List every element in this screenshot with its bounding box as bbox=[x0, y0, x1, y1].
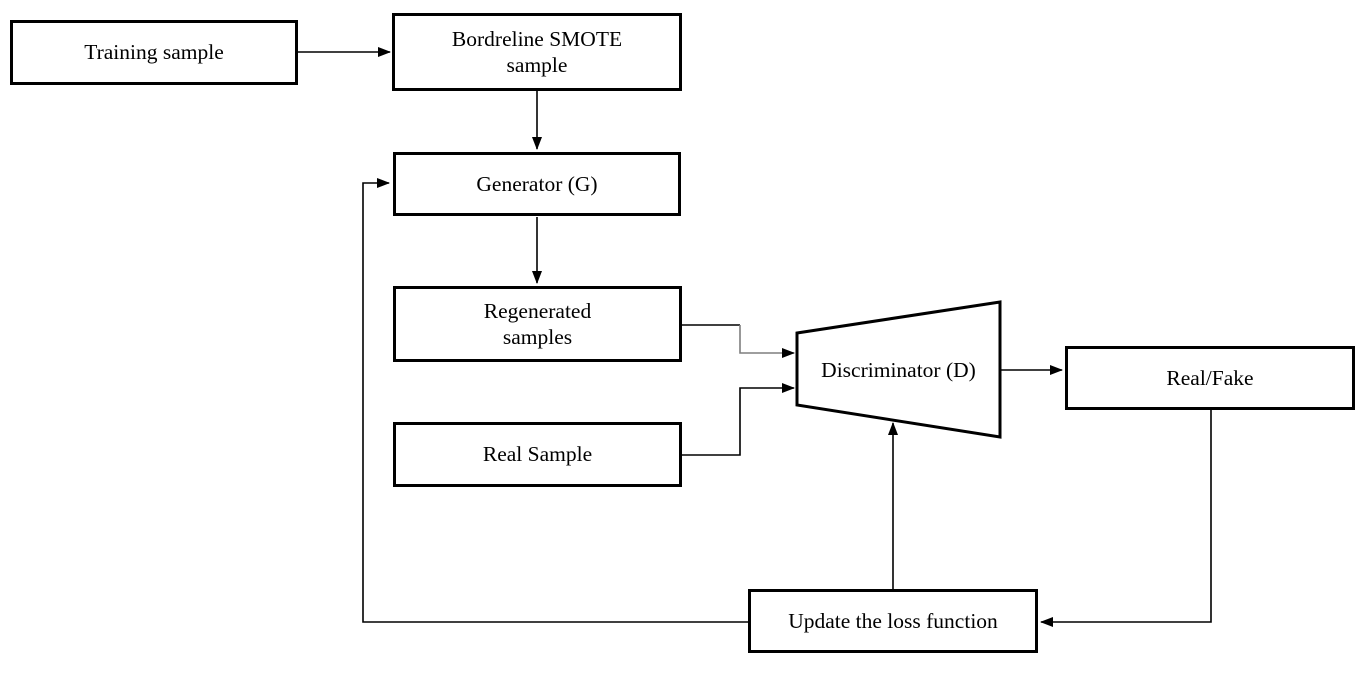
edge-realfake-to-updateloss bbox=[1040, 410, 1212, 627]
node-regenerated-samples: Regenerated samples bbox=[393, 286, 682, 362]
node-real-sample-label: Real Sample bbox=[482, 442, 593, 467]
edge-regenerated-to-discriminator-gray bbox=[739, 325, 795, 358]
node-real-sample: Real Sample bbox=[393, 422, 682, 487]
discriminator-shape bbox=[795, 300, 1002, 439]
edge-realsample-to-discriminator bbox=[682, 383, 795, 456]
node-real-fake-label: Real/Fake bbox=[1166, 365, 1254, 390]
node-real-fake: Real/Fake bbox=[1065, 346, 1355, 410]
node-discriminator-label-wrap: Discriminator (D) bbox=[797, 346, 1000, 394]
edge-updateloss-to-generator bbox=[362, 178, 748, 623]
node-training-sample: Training sample bbox=[10, 20, 298, 85]
node-smote-sample: Bordreline SMOTE sample bbox=[392, 13, 682, 91]
node-discriminator-label: Discriminator (D) bbox=[821, 357, 976, 382]
node-smote-sample-label: Bordreline SMOTE sample bbox=[451, 26, 623, 77]
node-training-sample-label: Training sample bbox=[84, 40, 224, 65]
node-generator: Generator (G) bbox=[393, 152, 681, 216]
node-update-loss-label: Update the loss function bbox=[788, 608, 998, 633]
node-generator-label: Generator (G) bbox=[476, 171, 598, 196]
node-update-loss: Update the loss function bbox=[748, 589, 1038, 653]
node-regenerated-samples-label: Regenerated samples bbox=[483, 298, 592, 349]
